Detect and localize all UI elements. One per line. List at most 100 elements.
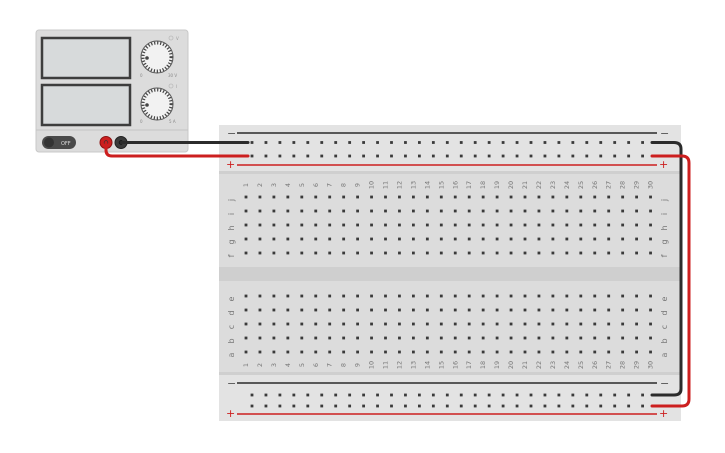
rail-hole[interactable] [585, 154, 589, 158]
terminal-hole[interactable] [607, 322, 611, 326]
terminal-hole[interactable] [537, 223, 541, 227]
terminal-hole[interactable] [509, 308, 513, 312]
rail-hole[interactable] [487, 154, 491, 158]
rail-hole[interactable] [264, 141, 268, 144]
terminal-hole[interactable] [495, 350, 499, 354]
terminal-hole[interactable] [244, 294, 248, 298]
terminal-hole[interactable] [370, 209, 373, 213]
terminal-hole[interactable] [286, 223, 290, 227]
terminal-hole[interactable] [635, 223, 638, 227]
terminal-hole[interactable] [425, 223, 429, 227]
terminal-hole[interactable] [356, 237, 359, 241]
terminal-hole[interactable] [412, 223, 415, 227]
terminal-hole[interactable] [607, 336, 611, 340]
terminal-hole[interactable] [537, 294, 541, 298]
terminal-hole[interactable] [495, 251, 499, 255]
terminal-hole[interactable] [244, 350, 248, 354]
terminal-hole[interactable] [579, 308, 583, 312]
rail-hole[interactable] [641, 154, 644, 158]
rail-hole[interactable] [627, 404, 631, 408]
terminal-hole[interactable] [607, 251, 611, 255]
terminal-hole[interactable] [439, 294, 443, 298]
rail-hole[interactable] [515, 393, 519, 397]
terminal-hole[interactable] [412, 322, 415, 326]
rail-hole[interactable] [487, 393, 491, 397]
rail-hole[interactable] [250, 141, 254, 144]
rail-hole[interactable] [431, 404, 435, 408]
terminal-hole[interactable] [370, 237, 373, 241]
rail-hole[interactable] [613, 154, 617, 158]
terminal-hole[interactable] [593, 195, 597, 199]
terminal-hole[interactable] [272, 336, 276, 340]
rail-hole[interactable] [431, 154, 435, 158]
terminal-hole[interactable] [425, 336, 429, 340]
rail-hole[interactable] [515, 154, 519, 158]
terminal-hole[interactable] [579, 237, 583, 241]
terminal-hole[interactable] [328, 195, 332, 199]
terminal-hole[interactable] [425, 209, 429, 213]
terminal-hole[interactable] [342, 209, 346, 213]
terminal-hole[interactable] [635, 336, 638, 340]
terminal-hole[interactable] [356, 294, 359, 298]
rail-hole[interactable] [543, 154, 547, 158]
terminal-hole[interactable] [495, 209, 499, 213]
terminal-hole[interactable] [593, 251, 597, 255]
terminal-hole[interactable] [621, 350, 625, 354]
terminal-hole[interactable] [565, 251, 569, 255]
terminal-hole[interactable] [607, 294, 611, 298]
rail-hole[interactable] [627, 154, 631, 158]
terminal-hole[interactable] [579, 294, 583, 298]
terminal-hole[interactable] [384, 308, 387, 312]
terminal-hole[interactable] [481, 237, 485, 241]
terminal-hole[interactable] [314, 237, 318, 241]
terminal-hole[interactable] [523, 336, 527, 340]
rail-hole[interactable] [473, 404, 477, 408]
rail-hole[interactable] [404, 393, 407, 397]
terminal-hole[interactable] [439, 195, 443, 199]
rail-hole[interactable] [487, 404, 491, 408]
terminal-hole[interactable] [523, 350, 527, 354]
terminal-hole[interactable] [537, 336, 541, 340]
terminal-hole[interactable] [425, 308, 429, 312]
terminal-hole[interactable] [523, 237, 527, 241]
rail-hole[interactable] [418, 393, 421, 397]
voltage-knob[interactable] [140, 40, 174, 74]
rail-hole[interactable] [501, 404, 505, 408]
rail-hole[interactable] [585, 141, 589, 144]
terminal-hole[interactable] [342, 223, 346, 227]
terminal-hole[interactable] [621, 336, 625, 340]
terminal-hole[interactable] [565, 223, 569, 227]
rail-hole[interactable] [306, 141, 310, 144]
terminal-hole[interactable] [579, 223, 583, 227]
terminal-hole[interactable] [370, 308, 373, 312]
terminal-hole[interactable] [300, 209, 304, 213]
rail-hole[interactable] [264, 404, 268, 408]
rail-hole[interactable] [362, 393, 365, 397]
rail-hole[interactable] [473, 154, 477, 158]
terminal-hole[interactable] [579, 336, 583, 340]
terminal-hole[interactable] [425, 251, 429, 255]
terminal-hole[interactable] [439, 308, 443, 312]
terminal-hole[interactable] [328, 294, 332, 298]
terminal-hole[interactable] [425, 294, 429, 298]
terminal-hole[interactable] [621, 209, 625, 213]
rail-hole[interactable] [641, 141, 644, 144]
rail-hole[interactable] [585, 404, 589, 408]
terminal-hole[interactable] [537, 209, 541, 213]
terminal-hole[interactable] [649, 237, 652, 241]
terminal-hole[interactable] [621, 251, 625, 255]
terminal-hole[interactable] [565, 336, 569, 340]
terminal-hole[interactable] [579, 209, 583, 213]
rail-hole[interactable] [641, 404, 644, 408]
terminal-hole[interactable] [384, 294, 387, 298]
terminal-hole[interactable] [425, 237, 429, 241]
terminal-hole[interactable] [509, 350, 513, 354]
rail-hole[interactable] [278, 141, 282, 144]
terminal-hole[interactable] [579, 322, 583, 326]
terminal-hole[interactable] [481, 322, 485, 326]
rail-hole[interactable] [362, 141, 365, 144]
rail-hole[interactable] [376, 393, 379, 397]
terminal-hole[interactable] [593, 223, 597, 227]
terminal-hole[interactable] [565, 237, 569, 241]
terminal-hole[interactable] [370, 251, 373, 255]
